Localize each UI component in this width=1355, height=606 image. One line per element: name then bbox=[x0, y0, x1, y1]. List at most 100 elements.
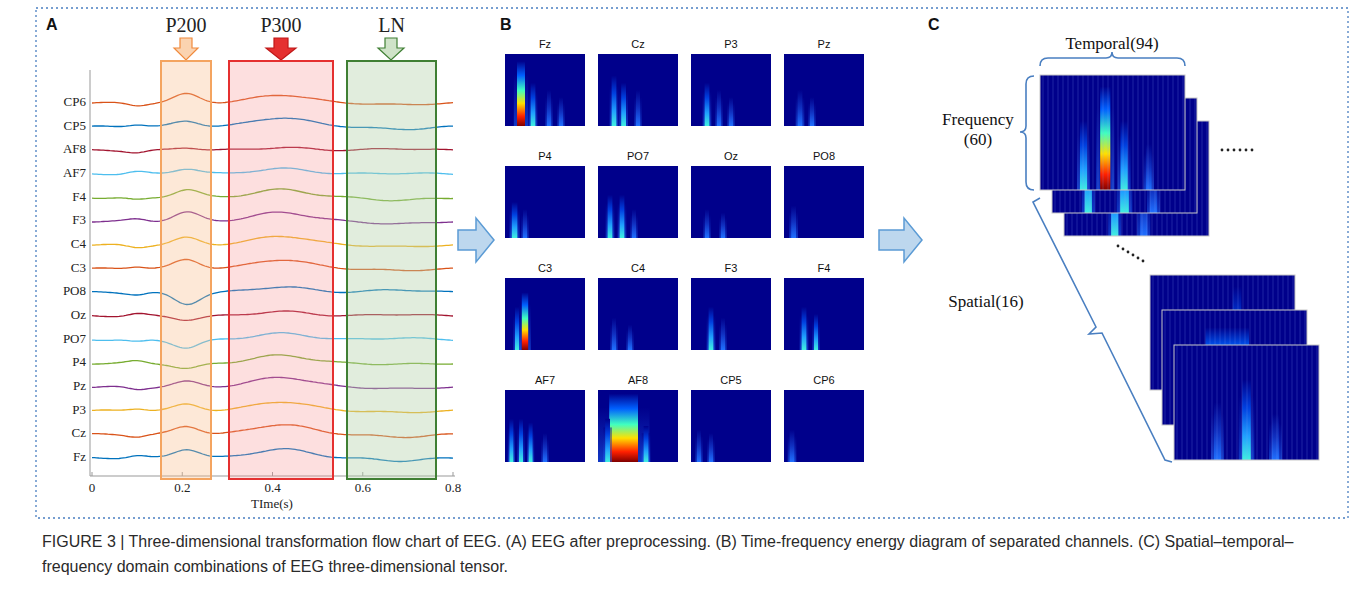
heatmap-cell bbox=[691, 54, 771, 126]
dimension-label: Temporal(94) bbox=[1042, 34, 1182, 54]
tensor-slice bbox=[1100, 87, 1110, 191]
heatmap bbox=[505, 166, 585, 238]
illustration-part bbox=[1245, 149, 1248, 152]
channel-name: CP5 bbox=[689, 372, 773, 388]
tensor-slice bbox=[1163, 75, 1164, 190]
heatmap-cell bbox=[705, 83, 710, 126]
tensor-slice bbox=[1158, 75, 1159, 190]
tensor-slice bbox=[1108, 75, 1109, 190]
tensor-slice bbox=[1197, 345, 1198, 460]
brace bbox=[1020, 76, 1034, 190]
heatmap-cell bbox=[790, 430, 795, 462]
heatmap-cell bbox=[559, 97, 563, 126]
tensor-slice bbox=[1192, 345, 1193, 460]
heatmap-cell bbox=[798, 90, 803, 126]
tensor-slice bbox=[1123, 75, 1124, 190]
heatmap-cell bbox=[598, 390, 678, 462]
channel-name: Fz bbox=[503, 36, 587, 52]
window-box bbox=[228, 60, 334, 480]
heatmap-cell bbox=[598, 278, 678, 350]
illustration-part bbox=[1233, 149, 1236, 152]
heatmap bbox=[691, 390, 771, 462]
heatmap-cell bbox=[543, 433, 547, 462]
heatmap-cell bbox=[691, 166, 771, 238]
heatmap-cell bbox=[628, 325, 632, 350]
tensor-slice bbox=[1212, 345, 1213, 460]
tensor-slice bbox=[1040, 75, 1185, 190]
figure-border bbox=[36, 8, 1348, 518]
channel-label: Oz bbox=[20, 308, 86, 323]
channel-heatmap: P3 bbox=[691, 36, 771, 126]
heatmap-cell bbox=[531, 83, 536, 126]
channel-heatmap: Fz bbox=[505, 36, 585, 126]
tensor-slice bbox=[1292, 345, 1293, 460]
tensor-slice bbox=[1217, 345, 1218, 460]
heatmap-cell bbox=[509, 419, 513, 462]
illustration-part bbox=[1137, 257, 1140, 260]
tensor-slice bbox=[1174, 345, 1319, 460]
tensor-slice bbox=[1242, 345, 1243, 460]
channel-label: Cz bbox=[20, 426, 86, 441]
marker-arrow bbox=[174, 38, 198, 60]
channel-name: F4 bbox=[782, 260, 866, 276]
tick-label: 0.4 bbox=[253, 481, 293, 496]
channel-heatmap: Cz bbox=[598, 36, 678, 126]
channel-name: CP6 bbox=[782, 372, 866, 388]
heatmap-cell bbox=[519, 419, 523, 462]
dimension-label: Spatial(16) bbox=[930, 292, 1042, 312]
brace bbox=[1033, 198, 1172, 462]
component-window: LN bbox=[346, 14, 437, 480]
tensor-slice bbox=[1173, 75, 1174, 190]
tensor-slice bbox=[1287, 345, 1288, 460]
heatmap-cell bbox=[505, 54, 585, 126]
channel-name: Cz bbox=[596, 36, 680, 52]
channel-label: F3 bbox=[20, 213, 86, 228]
channel-heatmap: C4 bbox=[598, 260, 678, 350]
tensor-slice bbox=[1312, 345, 1313, 460]
marker-arrow bbox=[266, 38, 296, 60]
marker-arrow bbox=[378, 38, 404, 60]
tensor-slice bbox=[1083, 75, 1084, 190]
tensor-slice bbox=[1040, 75, 1185, 190]
channel-heatmap: CP5 bbox=[691, 372, 771, 462]
component-window: P200 bbox=[160, 14, 212, 480]
tensor-slice bbox=[1272, 414, 1279, 460]
heatmap bbox=[784, 54, 864, 126]
flow-arrow bbox=[879, 218, 922, 262]
window-box bbox=[346, 60, 437, 480]
window-box bbox=[160, 60, 212, 480]
tensor-slice bbox=[1078, 75, 1079, 190]
heatmap bbox=[784, 390, 864, 462]
heatmap bbox=[505, 54, 585, 126]
channel-label: C4 bbox=[20, 237, 86, 252]
channel-name: C3 bbox=[503, 260, 587, 276]
tensor-slice bbox=[1247, 345, 1248, 460]
tensor-slice bbox=[1118, 75, 1119, 190]
channel-label: CP5 bbox=[20, 119, 86, 134]
heatmap bbox=[505, 278, 585, 350]
illustration-part bbox=[1142, 260, 1145, 263]
heatmap-cell bbox=[620, 195, 625, 238]
tensor-slice bbox=[1138, 75, 1139, 190]
tensor-slice bbox=[1153, 75, 1154, 190]
channel-heatmap: PO7 bbox=[598, 148, 678, 238]
channel-label: PO7 bbox=[20, 332, 86, 347]
tensor-slice bbox=[1307, 345, 1308, 460]
heatmap-cell bbox=[784, 390, 864, 462]
heatmap-cell bbox=[547, 90, 551, 126]
channel-label: AF8 bbox=[20, 142, 86, 157]
heatmap-cell bbox=[609, 394, 638, 462]
component-label: P300 bbox=[260, 14, 301, 37]
heatmap-cell bbox=[632, 209, 636, 238]
heatmap-cell bbox=[612, 76, 617, 126]
illustration-part bbox=[1122, 248, 1125, 251]
tensor-slice bbox=[1202, 345, 1203, 460]
tensor-slice bbox=[1195, 98, 1196, 213]
heatmap-cell bbox=[705, 209, 709, 238]
tensor-slice bbox=[1073, 75, 1074, 190]
tensor-slice bbox=[1272, 345, 1273, 460]
figure-panel: C bbox=[922, 12, 1342, 512]
channel-name: C4 bbox=[596, 260, 680, 276]
tensor-slice bbox=[1093, 75, 1094, 190]
heatmap bbox=[691, 166, 771, 238]
